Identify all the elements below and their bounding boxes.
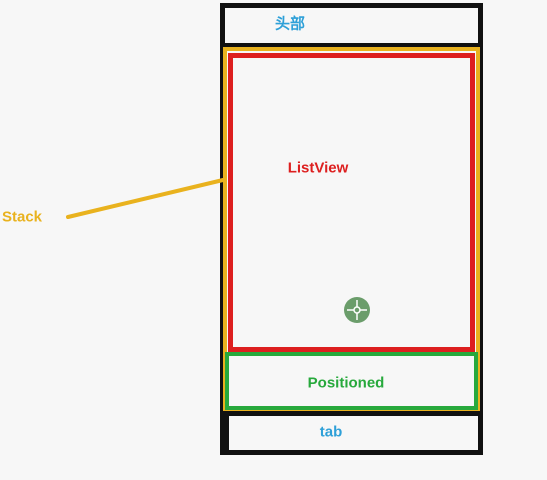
tab-divider [223, 411, 480, 416]
tab-left-edge [225, 414, 229, 451]
header-divider [223, 43, 480, 47]
positioned-label: Positioned [307, 374, 385, 392]
positioned-box [225, 352, 478, 410]
listview-label: ListView [287, 159, 349, 177]
tab-label: tab [319, 423, 343, 441]
header-label: 头部 [274, 15, 306, 33]
listview-box [228, 53, 475, 352]
stack-label: Stack [1, 208, 43, 226]
phone-frame [220, 3, 483, 455]
crosshair-cursor-icon [344, 297, 370, 323]
